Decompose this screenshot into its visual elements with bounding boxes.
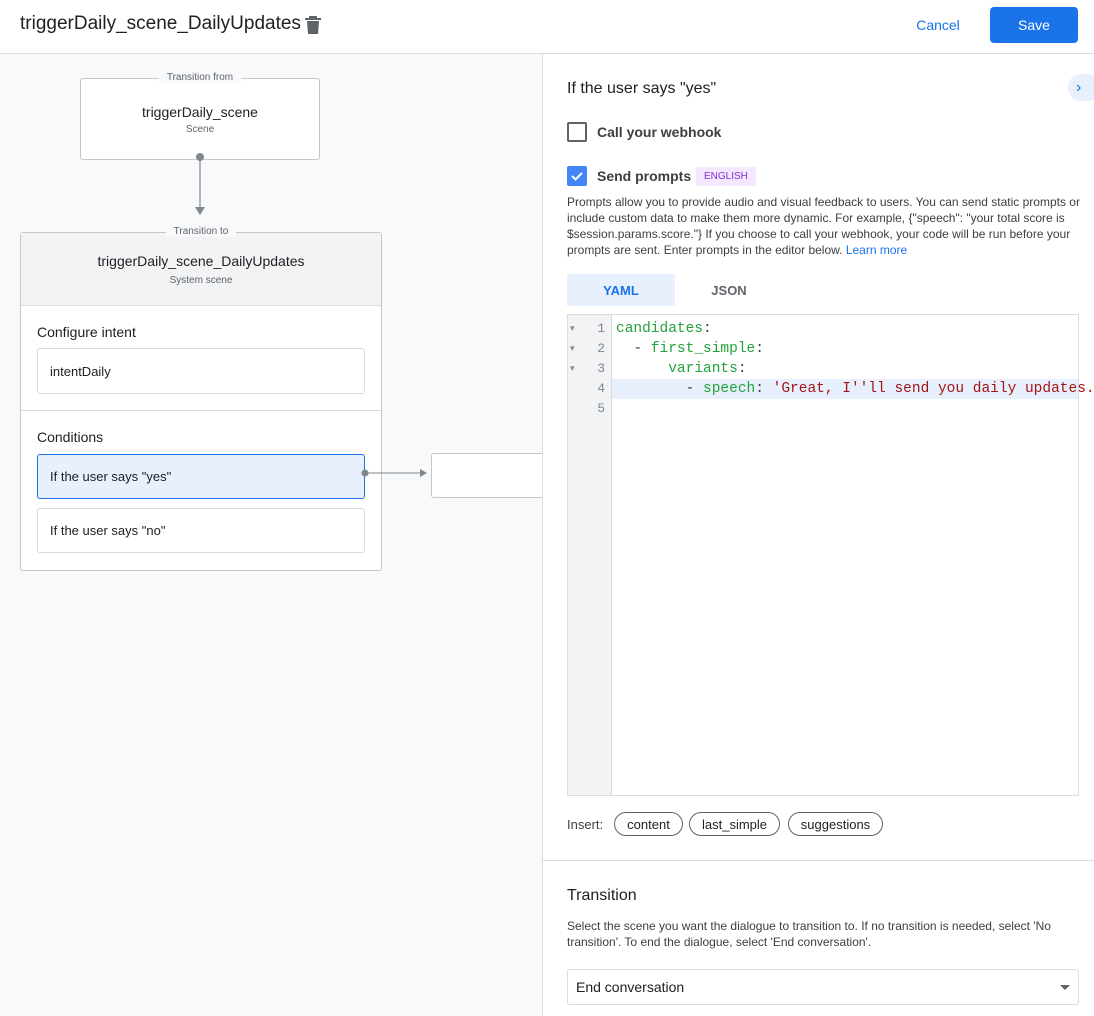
delete-icon[interactable] [304, 15, 322, 35]
insert-chip-last-simple[interactable]: last_simple [689, 812, 780, 836]
prompts-checkbox[interactable] [567, 166, 587, 186]
header-bar: triggerDaily_scene_DailyUpdates Cancel S… [0, 0, 1094, 54]
code-token [616, 361, 668, 377]
code-token: 'Great, I''ll send you daily updates. [772, 381, 1094, 397]
description-text: Prompts allow you to provide audio and v… [567, 195, 1080, 257]
intent-item[interactable]: intentDaily [37, 348, 365, 394]
node-legend: Transition to [165, 226, 237, 237]
code-token: first_simple [650, 341, 756, 357]
code-line: candidates: [616, 319, 1094, 339]
active-line-highlight [612, 379, 1078, 399]
prompts-label: Send prompts [597, 168, 692, 184]
webhook-label: Call your webhook [597, 124, 722, 140]
collapse-panel-chevron-icon[interactable]: › [1068, 74, 1094, 101]
code-line: - speech: 'Great, I''ll send you daily u… [616, 379, 1094, 399]
code-token: - [616, 341, 651, 357]
learn-more-link[interactable]: Learn more [845, 243, 908, 257]
fold-arrow-icon[interactable]: ▾ [570, 364, 575, 374]
transition-select[interactable]: End conversation [567, 969, 1079, 1005]
node-name: triggerDaily_scene [142, 104, 258, 120]
insert-chip-suggestions[interactable]: suggestions [788, 812, 883, 836]
configure-intent-heading: Configure intent [37, 324, 136, 340]
fold-arrow-icon[interactable]: ▾ [570, 344, 575, 354]
dropdown-arrow-icon [1060, 985, 1070, 995]
insert-chip-content[interactable]: content [614, 812, 683, 836]
transition-heading: Transition [567, 887, 637, 904]
check-icon [571, 172, 583, 181]
condition-panel: › If the user says "yes" Call your webho… [542, 54, 1094, 1016]
line-number-text: 1 [597, 321, 605, 336]
webhook-checkbox[interactable] [567, 122, 587, 142]
line-number-text: 2 [597, 341, 605, 356]
line-number-text: 4 [597, 381, 605, 396]
code-token: : [737, 361, 747, 377]
node-name: triggerDaily_scene_DailyUpdates [97, 253, 305, 269]
code-token: candidates [616, 321, 704, 337]
tab-json[interactable]: JSON [711, 282, 747, 298]
flow-canvas[interactable]: Transition from triggerDaily_scene Scene… [0, 54, 542, 1016]
editor-gutter: ▾ 1 ▾ 2 ▾ 3 4 5 [568, 315, 612, 795]
code-line: variants: [616, 359, 1094, 379]
page-title: triggerDaily_scene_DailyUpdates [20, 13, 301, 34]
transition-description: Select the scene you want the dialogue t… [567, 919, 1051, 949]
transition-select-value: End conversation [576, 979, 685, 995]
code-token: speech [703, 381, 756, 397]
fold-arrow-icon[interactable]: ▾ [570, 324, 575, 334]
code-token: : [755, 381, 773, 397]
line-number-text: 5 [597, 401, 605, 416]
editor-content[interactable]: candidates: - first_simple: variants: - … [616, 319, 1094, 419]
language-badge: ENGLISH [696, 167, 756, 186]
line-number-text: 3 [597, 361, 605, 376]
code-token: - [616, 381, 704, 397]
condition-arrow [361, 469, 427, 477]
transition-arrow [195, 153, 205, 215]
save-button[interactable]: Save [990, 7, 1078, 43]
code-editor[interactable]: ▾ 1 ▾ 2 ▾ 3 4 5 candidates: - first_simple: var… [567, 314, 1094, 796]
insert-label: Insert: [567, 817, 604, 832]
divider [543, 860, 1094, 861]
prompts-description: Prompts allow you to provide audio and v… [567, 194, 1081, 258]
panel-title: If the user says "yes" [567, 80, 717, 97]
transition-from-node[interactable]: Transition from triggerDaily_scene Scene [80, 72, 320, 160]
transition-to-node: Transition to triggerDaily_scene_DailyUp… [20, 226, 382, 571]
conditions-heading: Conditions [37, 429, 104, 445]
cancel-button[interactable]: Cancel [916, 17, 960, 33]
code-token: : [703, 321, 712, 337]
code-line: - first_simple: [616, 339, 1094, 359]
node-legend: Transition from [158, 72, 242, 83]
code-line [616, 399, 1094, 419]
condition-no[interactable]: If the user says "no" [37, 508, 365, 553]
node-type: System scene [169, 275, 233, 286]
node-type: Scene [185, 124, 215, 135]
tab-yaml[interactable]: YAML [567, 274, 675, 306]
condition-yes[interactable]: If the user says "yes" [37, 454, 365, 499]
target-node-empty[interactable] [431, 453, 542, 498]
code-token: variants [668, 361, 738, 377]
code-token: : [755, 341, 764, 357]
